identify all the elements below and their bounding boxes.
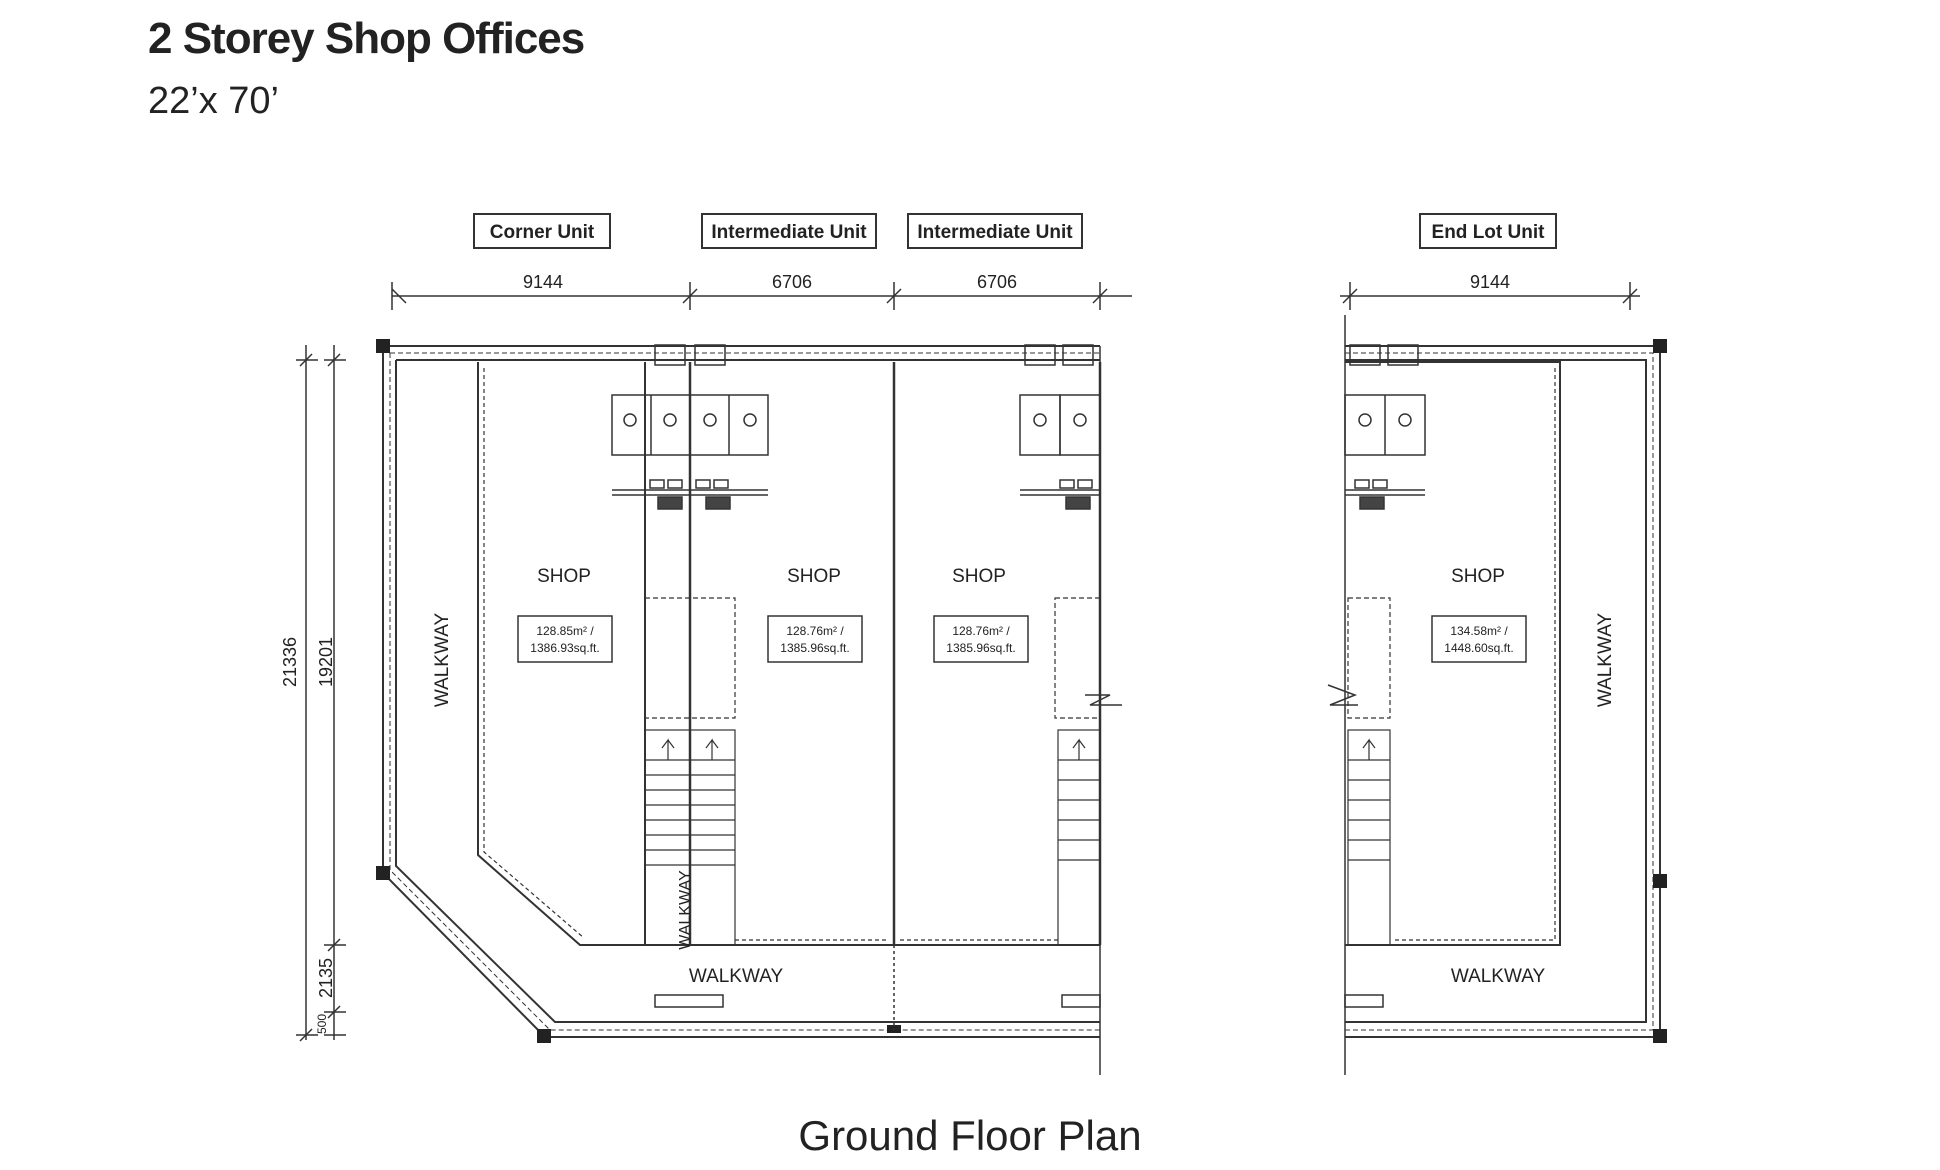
area-box-3	[933, 615, 1029, 663]
shop-label-2: SHOP	[787, 566, 841, 587]
walkway-boundary-right-block	[1345, 359, 1647, 1023]
top-dimension-lines	[391, 282, 1640, 310]
toilet-block-end-lot	[1344, 344, 1426, 510]
drain-left	[654, 994, 724, 1008]
unit-label-box-end-lot	[1419, 213, 1557, 249]
drain-right	[1344, 994, 1384, 1008]
dim-depth-walkway: 2135	[316, 958, 336, 998]
unit-label-box-corner	[473, 213, 611, 249]
unit-label-intermediate-1: Intermediate Unit	[711, 222, 867, 243]
plan-caption: Ground Floor Plan	[798, 1112, 1142, 1159]
shop-label-3: SHOP	[952, 566, 1006, 587]
dim-depth-edge: 500	[315, 1014, 329, 1034]
shop-label-1: SHOP	[537, 566, 591, 587]
toilet-block-2	[1019, 344, 1101, 510]
staircase-end	[1054, 597, 1101, 946]
dim-depth-overall: 21336	[280, 637, 300, 687]
dim-width-intermediate-1: 6706	[772, 272, 812, 292]
left-dimension-lines	[296, 345, 346, 1042]
outer-boundary-left-block-inner	[389, 352, 1100, 1031]
walkway-label-front-right: WALKWAY	[1451, 966, 1546, 987]
walkway-label-stair: WALKWAY	[677, 870, 694, 950]
walkway-boundary-left-block	[395, 359, 1100, 1023]
dim-depth-inner: 19201	[316, 637, 336, 687]
walkway-label-side-right: WALKWAY	[1595, 613, 1616, 708]
dim-width-intermediate-2: 6706	[977, 272, 1017, 292]
unit-label-intermediate-2: Intermediate Unit	[917, 222, 1073, 243]
area-box-2	[767, 615, 863, 663]
page-title: 2 Storey Shop Offices	[148, 14, 585, 63]
end-lot-glass-line	[1395, 368, 1556, 941]
end-lot-unit-walls	[1345, 361, 1561, 946]
drain-mid	[1061, 994, 1101, 1008]
area-sqm-2: 128.76m² /	[786, 624, 844, 638]
column-markers	[376, 339, 1667, 1043]
area-box-4	[1431, 615, 1527, 663]
area-sqft-3: 1385.96sq.ft.	[946, 641, 1015, 655]
dim-width-corner: 9144	[523, 272, 563, 292]
area-box-1	[517, 615, 613, 663]
walkway-label-front-left: WALKWAY	[689, 966, 784, 987]
unit-label-end-lot: End Lot Unit	[1432, 222, 1546, 243]
area-sqft-4: 1448.60sq.ft.	[1444, 641, 1513, 655]
outer-boundary-left-block	[382, 345, 1100, 1038]
unit-label-box-intermediate-1	[701, 213, 877, 249]
staircase-end-lot	[1347, 597, 1391, 946]
area-sqft-1: 1386.93sq.ft.	[530, 641, 599, 655]
floor-plan-drawing: Corner Unit Intermediate Unit Intermedia…	[280, 213, 1667, 1075]
area-sqm-4: 134.58m² /	[1450, 624, 1508, 638]
outer-boundary-right-block	[1345, 345, 1661, 1038]
unit-label-corner: Corner Unit	[490, 222, 595, 243]
area-sqm-3: 128.76m² /	[952, 624, 1010, 638]
corner-unit-glass-line	[483, 368, 585, 939]
area-sqm-1: 128.85m² /	[536, 624, 594, 638]
staircase-shared	[644, 597, 736, 946]
shop-label-4: SHOP	[1451, 566, 1505, 587]
toilet-block-1	[611, 344, 769, 510]
outer-boundary-right-block-inner	[1345, 352, 1654, 1031]
unit-label-box-intermediate-2	[907, 213, 1083, 249]
page-subtitle: 22’x 70’	[148, 80, 279, 122]
dim-width-end-lot: 9144	[1470, 272, 1510, 292]
area-sqft-2: 1385.96sq.ft.	[780, 641, 849, 655]
walkway-label-side-left: WALKWAY	[432, 613, 453, 708]
break-lines	[1085, 315, 1358, 1075]
